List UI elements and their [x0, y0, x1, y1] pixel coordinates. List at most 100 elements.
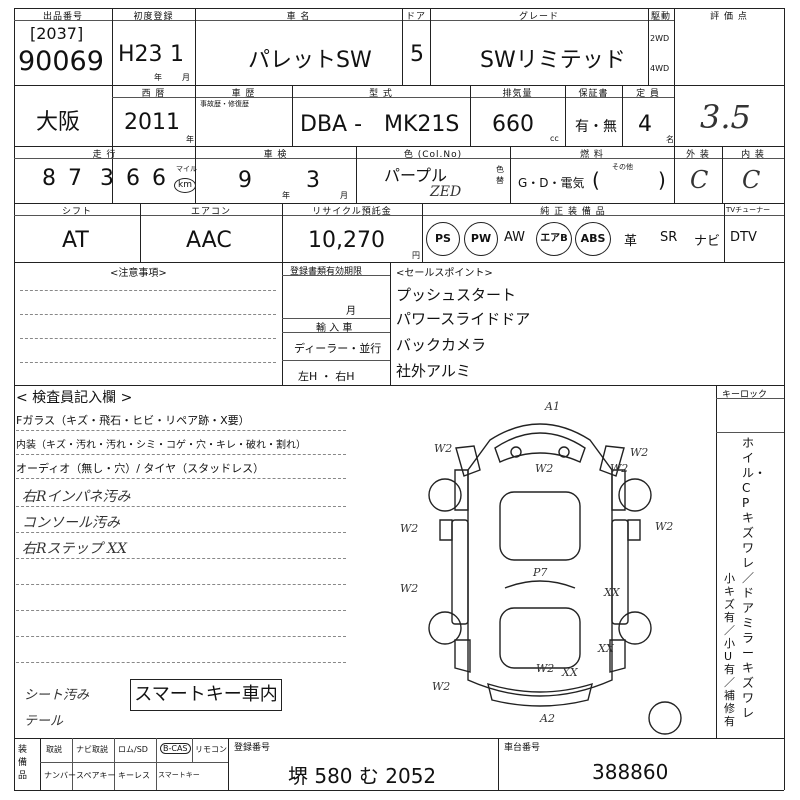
equip-airbag: エアB: [536, 222, 572, 256]
recycle-unit: 円: [412, 251, 420, 260]
sales-label: <セールスポイント>: [396, 268, 493, 279]
diag-mark-xx-3: XX: [561, 666, 579, 679]
mileage-digit-5: 6: [152, 166, 166, 191]
cc-label: 排気量: [502, 89, 533, 99]
footer-item-remote: リモコン: [195, 745, 227, 754]
exterior-label: 外 装: [686, 150, 710, 160]
diag-mark-p7: P7: [532, 566, 547, 579]
import-type: ディーラー・並行: [294, 342, 382, 355]
fuel: G・D・電気: [518, 176, 585, 190]
inspection-year-unit: 年: [282, 191, 290, 200]
equip-navi: ナビ: [694, 234, 721, 249]
hw-note-3: 右Rステップ XX: [22, 541, 127, 557]
first-reg-label: 初度登録: [133, 12, 174, 22]
hw-note-2: コンソール汚み: [22, 515, 120, 531]
grade: SWリミテッド: [480, 48, 626, 73]
mileage-digit-3: 3: [100, 166, 114, 191]
ac: AAC: [186, 228, 232, 253]
diag-mark-xx-2: XX: [597, 642, 615, 655]
color-code-handwritten: ZED: [430, 184, 462, 200]
capacity: 4: [638, 112, 652, 137]
plate-label: 登録番号: [234, 743, 271, 753]
ac-label: エアコン: [190, 207, 231, 217]
fuel-label: 燃 料: [580, 150, 604, 160]
diag-mark-w2-1: W2: [434, 442, 452, 455]
diag-mark-w2-2: W2: [630, 446, 648, 459]
diag-mark-xx-1: XX: [603, 586, 621, 599]
footer-item-smart-key: スマートキー: [158, 771, 200, 779]
shift-label: シフト: [61, 207, 92, 217]
model-year-label: 車 歴: [231, 89, 256, 99]
smart-key-box: スマートキー車内: [130, 679, 282, 711]
warranty-label: 保証書: [578, 89, 609, 99]
chassis: 388860: [592, 760, 669, 784]
drive-4wd: 4WD: [650, 64, 670, 73]
diag-mark-w2-8: W2: [432, 680, 450, 693]
first-reg-era: H23: [118, 42, 163, 67]
type-label: 型 式: [369, 89, 393, 99]
equip-ps: PS: [426, 222, 460, 256]
interior-line: 内装（キズ・汚れ・汚れ・シミ・コゲ・穴・キレ・破れ・割れ）: [16, 440, 306, 451]
inspection-month: 3: [306, 168, 320, 193]
diag-mark-w2-9: W2: [536, 662, 554, 675]
exterior: C: [690, 166, 709, 194]
glass-line: Fガラス（キズ・飛石・ヒビ・リペア跡・X要）: [16, 414, 250, 427]
cc-unit: cc: [550, 134, 559, 143]
western-label: 西 暦: [141, 89, 166, 99]
mileage-digit-1: 8: [42, 166, 56, 191]
diag-mark-w2-4: W2: [610, 462, 628, 475]
type-code: MK21S: [384, 112, 460, 137]
footer-item-keyless: キーレス: [118, 771, 150, 780]
keylock-label: キーロック: [722, 390, 768, 400]
sales-point-2: パワースライドドア: [396, 310, 531, 328]
model-year-note: 事故歴・修復歴: [200, 100, 249, 108]
interior-label: 内 装: [741, 150, 765, 160]
equip-sr: SR: [660, 230, 678, 245]
diag-mark-a2: A2: [539, 712, 555, 725]
plate: 堺 580 む 2052: [288, 764, 437, 788]
fuel-other: その他: [612, 163, 633, 171]
inspector-title: < 検査員記入欄 >: [16, 390, 133, 406]
side-note-2: 小キズ有／小U有／補修有: [724, 572, 735, 728]
model-label: 車 名: [286, 12, 311, 22]
hw-bottom-2: テール: [24, 714, 64, 729]
month-unit: 月: [182, 73, 190, 82]
mileage-digit-2: 7: [68, 166, 82, 191]
drive-2wd: 2WD: [650, 34, 670, 43]
reg-expiry-label: 登録書類有効期限: [290, 267, 363, 277]
footer-item-plate: ナンバー: [44, 771, 76, 780]
type-prefix: DBA -: [300, 112, 363, 137]
inspection-year: 9: [238, 168, 252, 193]
grade-label: グレード: [518, 12, 559, 22]
inspection-month-unit: 月: [340, 191, 348, 200]
inspection-label: 車 検: [263, 150, 288, 160]
equipment-label: 純 正 装 備 品: [540, 207, 606, 217]
diag-mark-a1: A1: [544, 400, 560, 413]
color-label: 色 (Col.No): [403, 150, 463, 160]
lot-label: 出品番号: [42, 12, 83, 22]
mileage-digit-4: 6: [126, 166, 140, 191]
diag-mark-w2-5: W2: [400, 522, 418, 535]
western-year: 2011: [124, 110, 180, 135]
interior: C: [742, 166, 761, 194]
first-reg-month: 1: [170, 42, 184, 67]
footer-item-manual: 取説: [46, 745, 62, 754]
mileage-label: 走 行: [92, 150, 117, 160]
import-label: 輸 入 車: [316, 323, 353, 334]
shift: AT: [62, 228, 89, 253]
sales-point-1: プッシュスタート: [396, 286, 517, 304]
sales-point-3: バックカメラ: [396, 336, 487, 354]
diag-mark-w2-3: W2: [535, 462, 553, 475]
diag-mark-w2-6: W2: [655, 520, 673, 533]
hw-note-1: 右Rインパネ汚み: [22, 489, 131, 505]
equip-label: 装備品: [18, 745, 28, 781]
score-label: 評 価 点: [710, 12, 748, 22]
audio-line: オーディオ（無し・穴）/ タイヤ（スタッドレス）: [16, 462, 265, 475]
warranty: 有・無: [575, 119, 617, 135]
sales-point-4: 社外アルミ: [396, 362, 471, 380]
footer-item-rom: ロム/SD: [118, 745, 148, 754]
equip-leather: 革: [624, 234, 638, 249]
color: パープル: [384, 166, 448, 185]
year-unit-2: 年: [186, 135, 194, 144]
